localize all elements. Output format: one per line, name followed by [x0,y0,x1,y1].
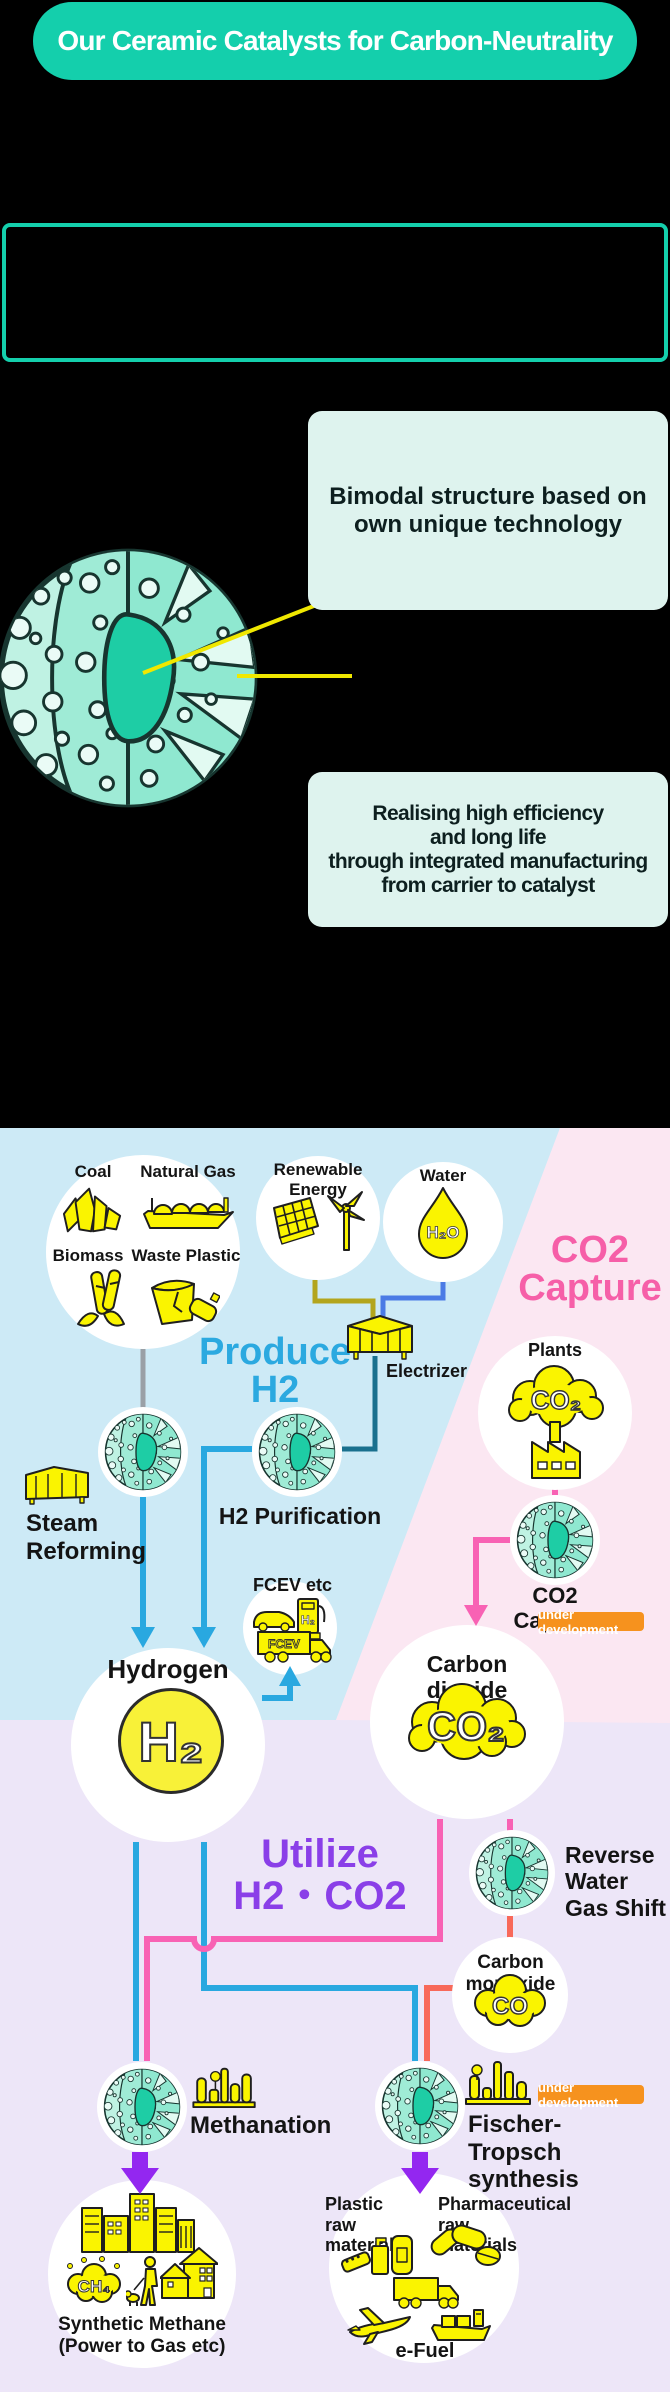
label-electrizer: Electrizer [386,1361,468,1381]
line-hydrogen-to-ft [201,1842,418,2061]
fcev-truck-icon: FCEV [257,1631,332,1663]
line-water-to-electrizer [380,1282,446,1324]
arrow-methanation-shaft [132,2152,148,2170]
catalyst-fischer-tropsch [375,2061,465,2151]
label-coal: Coal [74,1162,112,1181]
city-buildings-icon [81,2193,195,2253]
title-produce-h2: Produce H2 [198,1331,352,1411]
co2-cloud-text: CO₂ [427,1705,505,1749]
arrow-h2p-hydrogen [192,1627,216,1648]
banner: Our Ceramic Catalysts for Carbon-Neutral… [33,2,637,80]
person-walking-dog-icon [126,2256,158,2306]
ft-refinery-icon [465,2061,531,2105]
catalyst-steam-reforming [98,1407,188,1497]
co2-cloud-icon: CO₂ [408,1683,526,1760]
catalyst-methanation [97,2062,187,2152]
arrow-ft-shaft [412,2152,428,2170]
airplane-icon [347,2307,411,2345]
steam-reforming-icon [25,1466,89,1505]
plastic-products-icon [340,2235,413,2275]
label-methanation: Methanation [190,2112,332,2139]
arrow-steam-hydrogen [131,1627,155,1648]
callout-bimodal-text: Bimodal structure based on own unique te… [329,482,647,538]
flow-section: Produce H2 CO2 Capture Utilize H2・CO2 Co… [0,1128,670,2392]
line-renewable-to-electrizer [312,1280,376,1324]
empty-highlight-box [2,223,668,362]
fcev-car-icon [253,1611,295,1632]
catalyst-h2-purification [252,1407,342,1497]
pump-h2-text: H₂ [301,1613,315,1627]
pills-icon [430,2224,501,2266]
h2-symbol-disc: H₂ [118,1688,224,1794]
line-electrizer-to-h2purification [342,1356,378,1452]
label-fischer-tropsch: Fischer-Tropsch synthesis [468,2111,579,2194]
title-co2-capture: CO2 Capture [518,1229,662,1309]
callout-bimodal: Bimodal structure based on own unique te… [308,411,668,610]
label-waste-plastic: Waste Plastic [131,1246,241,1265]
label-renewable-energy: Renewable Energy [273,1160,363,1199]
h2-symbol: H₂ [137,1709,204,1774]
label-biomass: Biomass [52,1246,124,1265]
arrow-hydrogen-fcev-shaft [262,1684,293,1701]
arrow-capture-co2 [464,1605,488,1626]
biomass-icon [77,1269,125,1327]
line-h2purification-to-hydrogen [201,1446,252,1627]
lng-ship-icon [143,1197,234,1229]
label-natural-gas: Natural Gas [140,1162,236,1181]
cargo-ship-icon [431,2309,491,2341]
arrow-ft-head [401,2168,439,2194]
label-reverse-wgs: Reverse Water Gas Shift [565,1842,666,1921]
catalyst-reverse-wgs [469,1830,555,1916]
h2o-text: H₂O [426,1223,459,1242]
callout-realising: Realising high efficiency and long life … [308,772,668,927]
electrizer-icon [347,1315,413,1360]
coal-icon [62,1187,122,1233]
label-fcev: FCEV etc [252,1575,333,1595]
waste-plastic-icon [151,1279,220,1325]
water-drop-icon: H₂O [418,1187,468,1259]
line-co2-to-methanation [144,1819,443,2061]
label-water: Water [419,1166,467,1185]
ch4-cloud-text: CH₄ [78,2277,111,2296]
co-cloud-icon: CO [474,1974,546,2027]
label-h2-purification: H2 Purification [218,1503,382,1529]
catalyst-co2-capture [510,1495,600,1585]
co2-plant-icon: CO₂ [508,1365,604,1479]
ch4-cloud-icon: CH₄ [67,2256,121,2303]
co-cloud-text: CO [492,1993,528,2020]
plants-co2-text: CO₂ [531,1385,582,1415]
methanation-refinery-icon [192,2067,256,2109]
label-steam-reforming: Steam Reforming [26,1510,146,1565]
label-efuel: e-Fuel [395,2340,455,2362]
label-synthetic-methane: Synthetic Methane (Power to Gas etc) [58,2314,226,2357]
flow-arrowheads [121,1605,488,2194]
line-co-to-ft [424,1985,455,2061]
line-capture-to-co2 [473,1537,510,1605]
house-icon [160,2247,218,2299]
truck-icon [393,2277,459,2309]
callout-realising-text: Realising high efficiency and long life … [328,801,648,897]
label-plants: Plants [527,1340,583,1360]
renewable-energy-icon [273,1191,365,1251]
arrow-methanation-head [121,2168,159,2194]
arrow-hydrogen-fcev [279,1666,301,1686]
title-utilize: Utilize H2・CO2 [233,1832,407,1918]
label-hydrogen: Hydrogen [107,1654,229,1684]
fcev-truck-text: FCEV [268,1637,300,1651]
page-title: Our Ceramic Catalysts for Carbon-Neutral… [57,25,613,56]
